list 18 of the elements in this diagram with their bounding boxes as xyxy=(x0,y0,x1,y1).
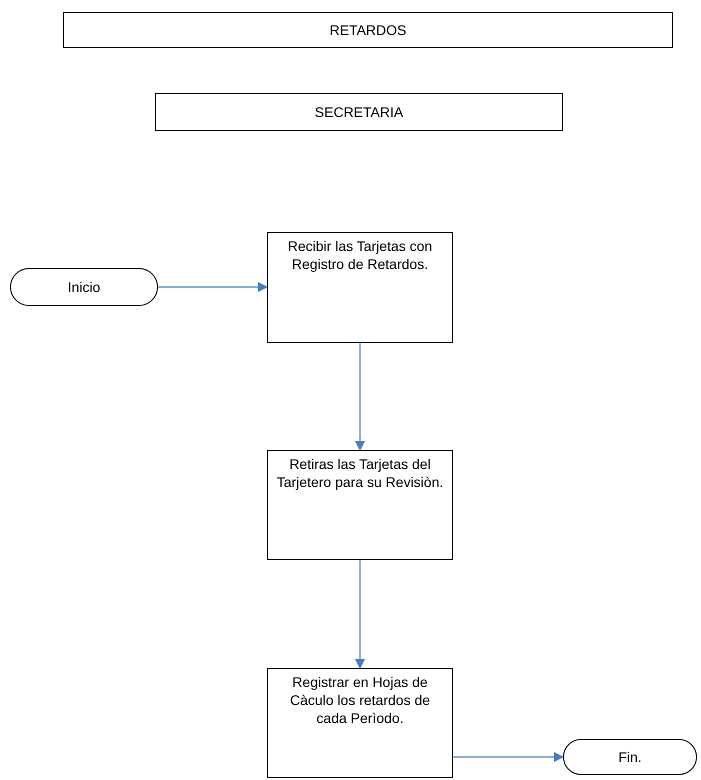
process-box xyxy=(267,232,453,343)
terminator-shape xyxy=(10,268,158,306)
title-box xyxy=(155,93,563,131)
node-text: Recibir las Tarjetas con Registro de Retardos. xyxy=(286,237,434,274)
node-text: SECRETARIA xyxy=(314,102,404,122)
terminator-shape xyxy=(563,739,697,775)
arrow xyxy=(355,343,365,451)
arrow xyxy=(453,752,564,762)
arrow xyxy=(355,560,365,669)
node-text: RETARDOS xyxy=(330,20,406,40)
process-box xyxy=(267,450,453,560)
arrow xyxy=(158,282,268,292)
title-box xyxy=(63,12,673,48)
node-text: Registrar en Hojas de Càculo los retardos de cada Perìodo. xyxy=(288,673,432,728)
process-box xyxy=(267,668,453,778)
node-text: Retiras las Tarjetas del Tarjetero para su Revisiòn. xyxy=(276,455,444,492)
node-text: Fin. xyxy=(618,748,642,766)
node-text: Inicio xyxy=(68,278,100,296)
